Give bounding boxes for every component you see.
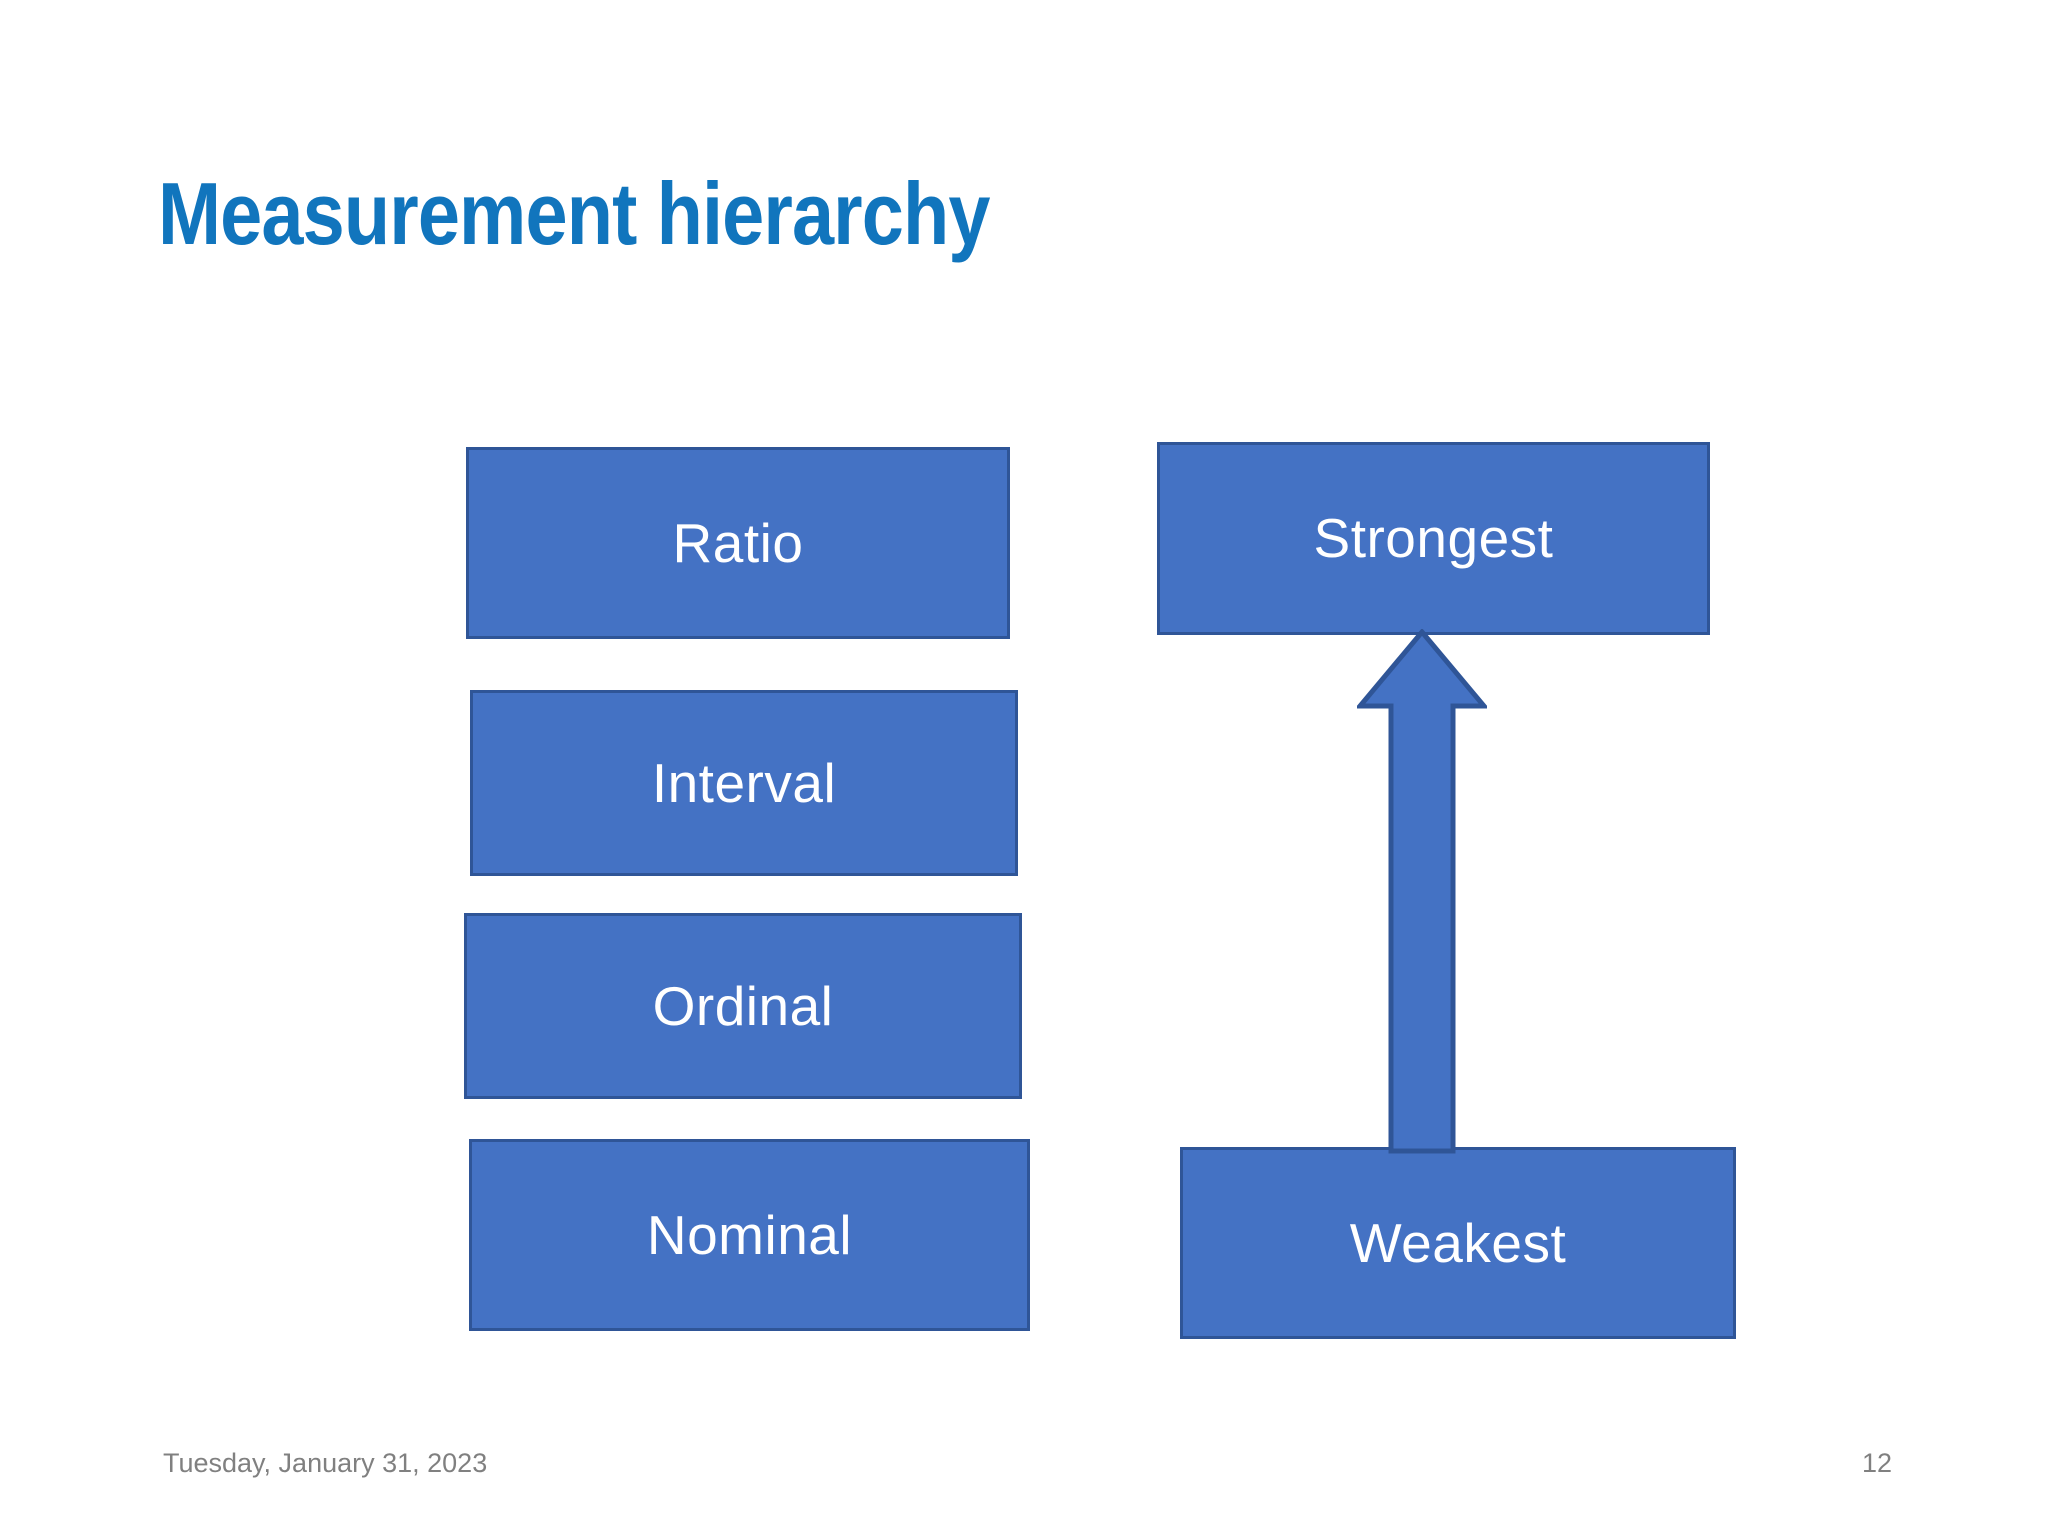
scale-level-label: Nominal	[646, 1203, 853, 1266]
footer-page-number: 12	[1862, 1448, 1893, 1478]
scale-level-label: Interval	[651, 751, 837, 814]
scale-level-label: Ratio	[672, 511, 804, 574]
scale-level-label: Ordinal	[652, 974, 834, 1037]
strength-box-strongest[interactable]: Strongest	[1157, 442, 1710, 635]
strength-label: Weakest	[1349, 1211, 1567, 1274]
scale-level-box-interval[interactable]: Interval	[470, 690, 1018, 876]
scale-level-box-nominal[interactable]: Nominal	[469, 1139, 1030, 1331]
up-arrow-icon	[1357, 629, 1487, 1154]
strength-box-weakest[interactable]: Weakest	[1180, 1147, 1736, 1339]
scale-level-box-ratio[interactable]: Ratio	[466, 447, 1010, 639]
page-title: Measurement hierarchy	[158, 164, 990, 263]
footer-date: Tuesday, January 31, 2023	[163, 1448, 488, 1478]
strength-label: Strongest	[1313, 507, 1554, 569]
scale-level-box-ordinal[interactable]: Ordinal	[464, 913, 1022, 1099]
